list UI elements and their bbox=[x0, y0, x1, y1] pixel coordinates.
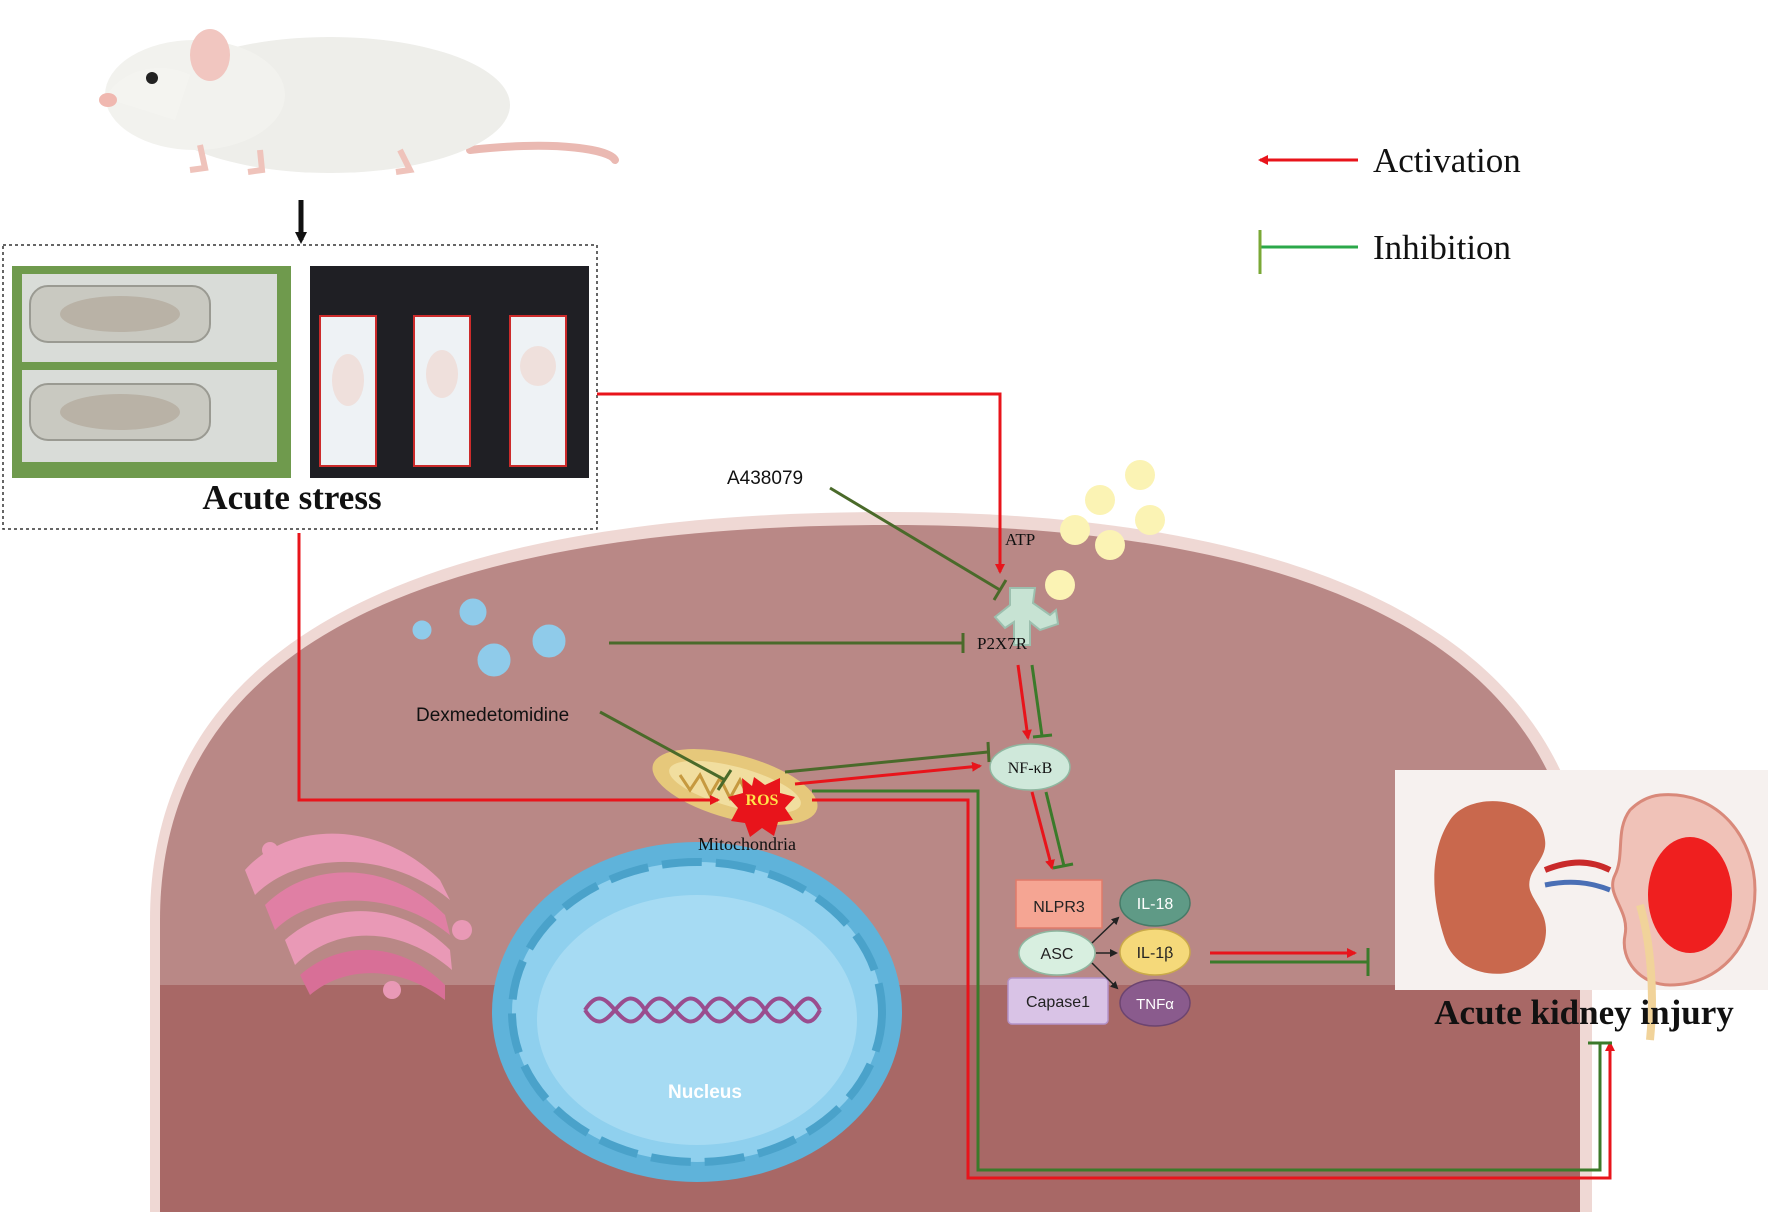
rat-illustration bbox=[99, 29, 619, 175]
nlpr3-label: NLPR3 bbox=[1033, 899, 1085, 916]
activation-legend-label: Activation bbox=[1373, 141, 1521, 180]
dex-inhibits-ros bbox=[599, 710, 726, 782]
stress-to-ros-arrow bbox=[297, 533, 720, 805]
tnfa-node: TNFα bbox=[1119, 979, 1191, 1027]
p2x7r-to-nfkb-arrow bbox=[1016, 664, 1032, 740]
nfkb-label: NF-κB bbox=[1008, 760, 1053, 777]
dexmedetomidine-label: Dexmedetomidine bbox=[416, 705, 569, 726]
restraint-photo bbox=[12, 266, 291, 478]
p2x7r-nfkb-inhibit-bar bbox=[1032, 733, 1053, 739]
mitochondria-label: Mitochondria bbox=[698, 834, 796, 854]
nfkb-nlpr3-inhibit-bar bbox=[1052, 862, 1074, 870]
il18-node: IL-18 bbox=[1119, 879, 1191, 927]
il1b-node: IL-1β bbox=[1119, 928, 1191, 976]
a438079-inhibit-bar bbox=[992, 579, 1008, 601]
nfkb-node: NF-κB bbox=[989, 743, 1071, 791]
tnfa-label: TNFα bbox=[1136, 996, 1174, 1013]
asc-label: ASC bbox=[1041, 946, 1074, 963]
nucleus: Nucleus bbox=[492, 842, 902, 1182]
p2x7r-label: P2X7R bbox=[977, 634, 1028, 653]
nucleus-label: Nucleus bbox=[668, 1082, 742, 1103]
asc-to-tnfa-arrow bbox=[1091, 962, 1119, 990]
p2x7r-receptor bbox=[993, 587, 1060, 646]
pathway-arrows bbox=[297, 392, 1615, 1180]
p2x7r-nfkb-inhibit bbox=[1030, 664, 1044, 737]
il1b-label: IL-1β bbox=[1137, 945, 1174, 962]
capase1-label: Capase1 bbox=[1026, 994, 1090, 1011]
ros-aki-inhibit bbox=[812, 789, 1602, 1172]
a438079-label: A438079 bbox=[727, 468, 803, 489]
nfkb-to-nlpr3-arrow bbox=[1030, 791, 1055, 870]
atp-particles bbox=[1045, 460, 1165, 600]
dex-ros-bar bbox=[716, 769, 733, 791]
dex-nfkb-inhibit bbox=[784, 750, 989, 774]
legend: Activation Inhibition bbox=[1258, 141, 1521, 274]
atp-label: ATP bbox=[1005, 530, 1035, 549]
dexmedetomidine-particles bbox=[412, 598, 566, 677]
inhibition-legend-label: Inhibition bbox=[1373, 228, 1511, 267]
nlpr3-node: NLPR3 bbox=[1015, 879, 1103, 929]
il18-label: IL-18 bbox=[1137, 896, 1174, 913]
a438079-inhibits-p2x7r bbox=[829, 486, 1001, 592]
dex-nfkb-inhibit-bar bbox=[986, 741, 991, 763]
acute-stress-box: Acute stress bbox=[2, 244, 598, 530]
ros-to-aki-arrow bbox=[812, 798, 1615, 1180]
asc-node: ASC bbox=[1018, 930, 1096, 976]
acute-stress-label: Acute stress bbox=[202, 478, 381, 517]
ros-burst: ROS bbox=[728, 777, 795, 837]
nfkb-nlpr3-inhibit bbox=[1044, 791, 1066, 867]
kidney-illustration bbox=[1395, 770, 1768, 1041]
asc-to-il18-arrow bbox=[1091, 916, 1120, 944]
dna-helix bbox=[583, 996, 822, 1024]
ros-to-nfkb-arrow bbox=[794, 761, 982, 786]
forced-swim-photo bbox=[310, 266, 589, 478]
ros-label: ROS bbox=[746, 792, 779, 809]
acute-kidney-injury-label: Acute kidney injury bbox=[1434, 993, 1734, 1032]
stress-to-p2x7r-arrow bbox=[597, 392, 1005, 574]
capase1-node: Capase1 bbox=[1007, 977, 1109, 1025]
golgi-apparatus bbox=[245, 833, 472, 1000]
